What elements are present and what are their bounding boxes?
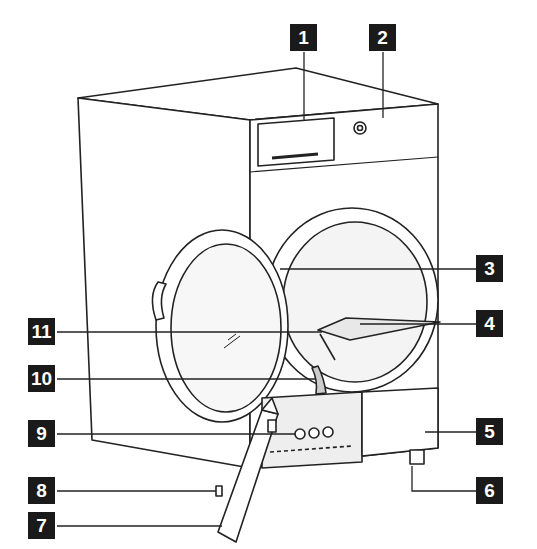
flap-clip <box>268 420 276 432</box>
plinth-flap <box>218 410 278 542</box>
condenser-grille <box>270 446 352 452</box>
flap-latch <box>216 486 222 496</box>
drawer-handle <box>272 154 318 158</box>
callout-number: 5 <box>476 418 503 445</box>
leader-line <box>57 378 316 379</box>
control-knob <box>354 122 366 134</box>
callout-number: 8 <box>28 477 55 504</box>
leader-line <box>57 433 295 434</box>
callout-number: 6 <box>476 477 503 504</box>
callout-number: 1 <box>290 24 317 51</box>
callout-number: 9 <box>28 420 55 447</box>
panel-line <box>250 157 438 172</box>
condenser-lever <box>309 428 319 438</box>
callout-number: 10 <box>28 365 55 392</box>
leader-line <box>57 331 322 332</box>
callout-number: 2 <box>369 24 396 51</box>
filter <box>318 318 440 340</box>
door-frame <box>156 230 288 422</box>
glass-reflection <box>224 336 240 348</box>
drain-knob <box>312 366 326 394</box>
door-glass <box>171 244 281 412</box>
callout-number: 4 <box>476 310 503 337</box>
callout-number: 3 <box>476 255 503 282</box>
callout-number: 7 <box>28 512 55 539</box>
door-handle <box>152 282 166 320</box>
glass-reflection <box>228 334 236 340</box>
condenser-compartment <box>262 392 362 468</box>
leader-line <box>57 525 222 526</box>
filter-handle <box>320 334 335 360</box>
leader-line <box>412 466 476 491</box>
callout-number: 11 <box>28 318 55 345</box>
condenser-lever <box>323 427 333 437</box>
leader-line <box>382 52 383 118</box>
flap-hinge <box>262 398 278 414</box>
leader-line <box>280 268 476 269</box>
leader-line <box>57 490 216 491</box>
condenser-lever <box>295 429 305 439</box>
leader-line <box>360 323 476 324</box>
control-knob-centre <box>358 126 363 131</box>
drum-opening <box>283 222 427 382</box>
kick-plate <box>362 388 438 456</box>
porthole-rim <box>266 208 438 392</box>
leader-line <box>425 431 476 432</box>
foot <box>410 450 424 464</box>
detergent-drawer <box>258 118 334 166</box>
leader-line <box>303 52 304 120</box>
